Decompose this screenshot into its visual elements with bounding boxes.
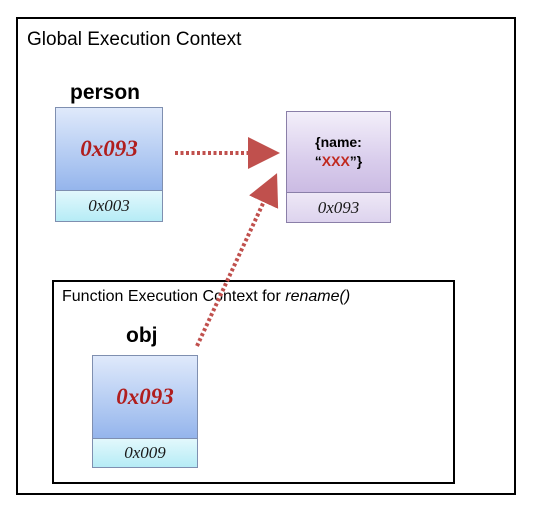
function-context-title-fn: rename(): [285, 288, 351, 305]
function-execution-context-frame: [52, 280, 455, 484]
obj-value: 0x093: [116, 384, 174, 409]
person-value: 0x093: [80, 136, 138, 161]
function-context-title-prefix: Function Execution Context for: [62, 288, 286, 305]
heap-object-cell: {name: “XXX”}: [286, 111, 391, 193]
heap-object-address-cell: 0x093: [286, 193, 391, 223]
heap-object-quote-open: “: [314, 153, 322, 169]
heap-object-quote-close: ”}: [349, 153, 363, 169]
function-context-title: Function Execution Context for rename(): [62, 288, 350, 306]
heap-object-address: 0x093: [317, 197, 360, 217]
obj-value-cell: 0x093: [92, 355, 198, 439]
obj-address-cell: 0x009: [92, 439, 198, 468]
person-address-cell: 0x003: [55, 191, 163, 222]
obj-pointer-arrow: [195, 173, 279, 347]
heap-object-line2: “XXX”}: [315, 152, 362, 171]
heap-object-highlight: XXX: [321, 153, 350, 169]
person-variable-name: person: [70, 81, 141, 104]
person-value-cell: 0x093: [55, 107, 163, 191]
heap-object-line1: {name:: [315, 134, 362, 151]
global-context-title: Global Execution Context: [27, 29, 242, 50]
obj-variable-name: obj: [126, 324, 158, 347]
person-address: 0x003: [88, 196, 130, 215]
obj-address: 0x009: [124, 443, 166, 462]
